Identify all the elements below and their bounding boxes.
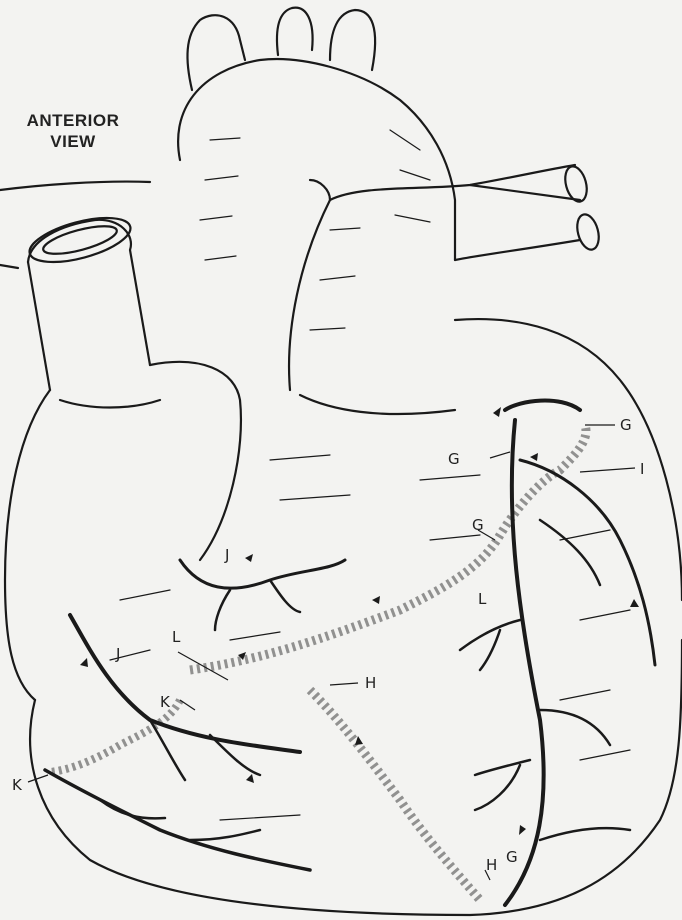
brachiocephalic-branch: [187, 15, 245, 90]
label-h: H: [486, 858, 497, 873]
pulmonary-trunk: [289, 165, 575, 390]
coil-graft-h: [310, 690, 480, 900]
label-l: L: [478, 592, 486, 607]
label-h: H: [365, 676, 376, 691]
flow-arrow: [80, 658, 88, 667]
label-g: G: [620, 418, 632, 433]
label-g: G: [506, 850, 518, 865]
right-coronary-artery: [70, 615, 300, 752]
flow-arrow: [245, 554, 253, 562]
label-k: K: [12, 778, 22, 793]
anterior-descending-artery: [505, 401, 580, 905]
view-title: ANTERIOR VIEW: [8, 110, 138, 152]
view-title-line2: VIEW: [8, 131, 138, 152]
pulmonary-left-branch: [470, 185, 580, 200]
pulmonary-opening-lower: [574, 212, 603, 252]
label-i: I: [640, 462, 644, 477]
label-j: J: [225, 548, 229, 563]
flow-arrow: [372, 596, 380, 604]
svc-left-edge: [28, 262, 50, 390]
view-title-line1: ANTERIOR: [8, 110, 138, 131]
flow-arrow: [493, 407, 501, 417]
label-k: K: [160, 695, 170, 710]
subclavian-branch: [330, 10, 375, 70]
label-g: G: [472, 518, 484, 533]
pulmonary-right-branch: [455, 240, 580, 260]
right-atrium: [5, 390, 50, 700]
label-g: G: [448, 452, 460, 467]
flow-arrow: [530, 453, 538, 461]
flow-arrow: [630, 599, 639, 607]
label-l: L: [172, 630, 180, 645]
flow-arrow: [519, 825, 526, 835]
ventricle-outline: [30, 640, 682, 915]
label-j: J: [116, 647, 120, 662]
flow-arrow: [246, 774, 254, 783]
carotid-branch: [277, 8, 313, 55]
superior-vena-cava: [28, 220, 150, 365]
brachiocephalic-vein: [0, 182, 150, 190]
